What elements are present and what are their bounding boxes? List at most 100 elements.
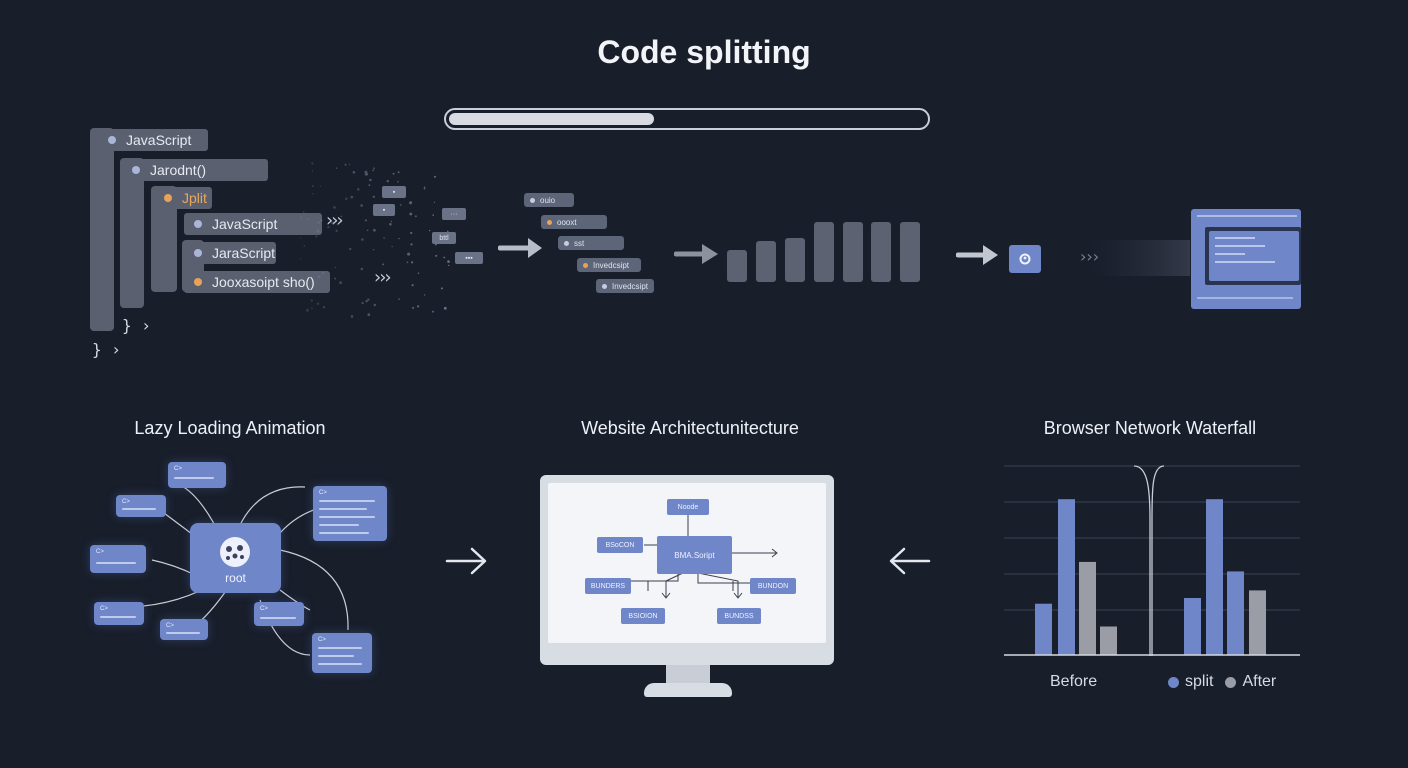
particle-dot (361, 238, 364, 241)
section-title-lazy: Lazy Loading Animation (134, 418, 326, 438)
particle-dot (389, 223, 392, 226)
particle-dot (367, 313, 371, 317)
arch-node: BSoCON (597, 537, 643, 553)
bar-split (1227, 571, 1244, 655)
bundle-bar (785, 238, 805, 282)
particle-dot (316, 229, 320, 233)
particle-dot (397, 181, 399, 183)
chevrons-icon: ››› (326, 210, 344, 231)
chunk-label: Invedcsipt (611, 281, 648, 291)
bundle-bar (843, 222, 863, 282)
particle-dot (432, 310, 434, 313)
chunk-label: ouio (540, 195, 556, 205)
particle-dot (350, 315, 354, 318)
particles-decoration (300, 162, 450, 318)
particle-dot (332, 221, 335, 223)
code-row: Jooxasoipt sho() (184, 271, 330, 293)
dot-icon (108, 136, 116, 144)
root-node: root (190, 523, 281, 593)
chunk-chip: oooxt (541, 215, 607, 229)
particle-dot (423, 294, 426, 296)
particle-dot (322, 306, 326, 309)
app-window (1191, 209, 1301, 309)
particle-dot (409, 212, 413, 216)
particle-dot (350, 195, 354, 199)
particle-dot (434, 243, 437, 246)
chunk-chip: Invedcsipt (577, 258, 641, 272)
section-title-architecture: Website Architectunitecture (581, 418, 799, 438)
particle-dot (424, 186, 426, 188)
particle-dot (319, 185, 322, 187)
lazy-node: C> (116, 495, 166, 517)
node-caption: C> (96, 549, 104, 555)
particle-dot (373, 303, 376, 307)
particle-dot (336, 223, 339, 226)
particle-dot (344, 163, 347, 166)
chunk-chip: sst (558, 236, 624, 250)
arrow-right-icon (956, 245, 998, 265)
particle-dot (409, 201, 413, 205)
particle-dot (411, 284, 414, 287)
chunk-label: oooxt (557, 217, 577, 227)
particle-dot (406, 261, 409, 264)
node-caption: C> (174, 466, 182, 472)
particle-dot (300, 236, 301, 239)
chunk-square: bttl (432, 232, 456, 244)
particle-dot (391, 245, 393, 248)
particle-dot (366, 229, 369, 232)
particle-dot (435, 254, 438, 257)
particle-dot (372, 169, 375, 172)
particle-dot (365, 300, 368, 303)
particle-dot (311, 307, 313, 309)
bar-after (1100, 626, 1117, 655)
window-line (1215, 253, 1245, 255)
window-line (1197, 215, 1297, 217)
closing-brace: } › (122, 316, 151, 335)
monitor-stand (644, 683, 732, 697)
particle-dot (410, 243, 413, 246)
particle-dot (443, 306, 447, 310)
particle-dot (386, 179, 389, 183)
particle-dot (303, 245, 306, 247)
code-row: Jarodnt() (122, 159, 268, 181)
particle-dot (373, 167, 375, 170)
section-title-waterfall: Browser Network Waterfall (1043, 418, 1257, 438)
chunk-square: ▪▪▪ (455, 252, 483, 264)
chunk-label: sst (574, 238, 585, 248)
bundle-bar (900, 222, 920, 282)
code-row: Jplit (154, 187, 212, 209)
node-caption: C> (318, 637, 326, 643)
app-bundle-icon (1009, 245, 1041, 273)
code-row: JaraScript (184, 242, 276, 264)
funnel-divider (1133, 465, 1165, 656)
particle-dot (334, 277, 336, 280)
node-caption: C> (100, 606, 108, 612)
dot-icon (194, 249, 202, 257)
particle-dot (364, 172, 368, 176)
bundle-bar (814, 222, 834, 282)
particle-dot (412, 306, 415, 309)
particle-dot (434, 175, 436, 178)
chunk-label: Invedcsipt (593, 260, 630, 270)
particle-dot (360, 204, 363, 207)
particle-dot (360, 267, 363, 271)
particle-dot (397, 171, 400, 174)
particle-dot (300, 280, 303, 282)
particle-dot (398, 298, 400, 300)
particle-dot (340, 215, 343, 218)
particle-dot (327, 226, 330, 229)
particle-dot (417, 272, 420, 274)
progress-fill (449, 113, 655, 125)
chunk-chip: ouio (524, 193, 574, 207)
window-pane (1205, 227, 1301, 285)
particle-dot (311, 170, 314, 172)
root-label: root (225, 571, 246, 585)
particle-dot (411, 261, 414, 264)
svg-text:›››: ››› (1080, 247, 1099, 266)
particle-dot (428, 229, 431, 232)
progress-bar (444, 108, 930, 130)
lazy-node: C> (313, 486, 387, 541)
node-caption: C> (166, 623, 174, 629)
dot-icon (194, 220, 202, 228)
particle-dot (315, 235, 318, 238)
